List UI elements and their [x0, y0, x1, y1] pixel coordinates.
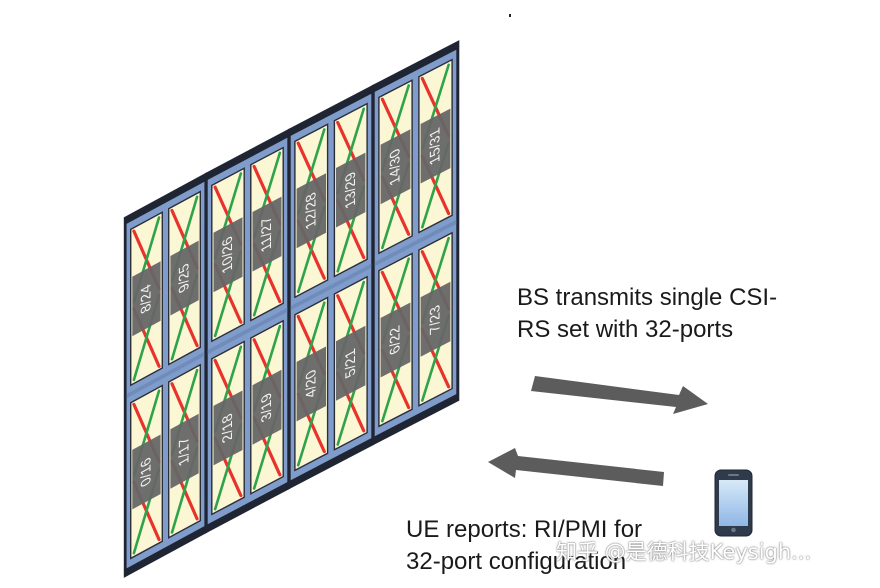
antenna-element: 1/17: [167, 363, 202, 539]
ue-caption-line-1: UE reports: RI/PMI for: [406, 516, 643, 543]
port-label: 8/24: [139, 281, 155, 317]
antenna-element: 12/28: [294, 123, 329, 299]
panel-divider: [126, 351, 205, 399]
port-label: 9/25: [177, 260, 193, 296]
port-label: 3/19: [259, 389, 275, 425]
port-label: 12/28: [303, 189, 319, 232]
port-label: 4/20: [303, 366, 319, 402]
antenna-element: 4/20: [294, 296, 329, 472]
panel-divider: [290, 263, 372, 311]
antenna-element: 8/24: [129, 211, 164, 387]
smartphone-icon: [714, 469, 753, 537]
bs-caption-line-2: RS set with 32-ports: [517, 316, 734, 343]
antenna-element: 11/27: [250, 146, 284, 322]
downlink-arrow: [531, 376, 708, 414]
antenna-array: 8/24 9/25 0/16 1/17 10/26 11/27 2/18 3/19 12/28 1…: [123, 40, 460, 578]
uplink-arrow: [488, 448, 664, 486]
antenna-element: 9/25: [167, 190, 202, 366]
ue-caption-line-2: 32-port configuration: [406, 548, 627, 575]
port-label: 14/30: [388, 145, 403, 188]
ue-report-caption: UE reports: RI/PMI for 32-port configura…: [406, 514, 642, 578]
port-label: 0/16: [139, 454, 155, 490]
antenna-element: 10/26: [211, 167, 245, 343]
panel-divider: [207, 307, 288, 355]
antenna-element: 14/30: [378, 79, 413, 255]
port-label: 11/27: [259, 213, 275, 255]
antenna-element: 0/16: [129, 384, 164, 560]
port-label: 10/26: [220, 233, 236, 276]
top-mark: [509, 14, 511, 17]
port-label: 7/23: [428, 302, 443, 337]
antenna-element: 15/31: [418, 58, 453, 234]
antenna-element: 13/29: [333, 102, 368, 278]
port-label: 13/29: [343, 168, 359, 211]
port-label: 1/17: [177, 433, 193, 469]
panel-divider: [374, 219, 457, 267]
port-label: 2/18: [220, 410, 236, 446]
port-label: 6/22: [388, 322, 403, 357]
bs-transmit-caption: BS transmits single CSI- RS set with 32-…: [517, 282, 777, 346]
bs-caption-line-1: BS transmits single CSI-: [517, 284, 778, 311]
port-label: 5/21: [343, 346, 359, 382]
antenna-element: 6/22: [378, 252, 413, 428]
antenna-element: 5/21: [333, 275, 368, 451]
port-label: 15/31: [428, 125, 443, 168]
antenna-element: 3/19: [250, 319, 284, 495]
watermark: 知乎 @是德科技Keysigh...: [556, 540, 812, 564]
antenna-element: 2/18: [211, 340, 245, 516]
antenna-element: 7/23: [418, 231, 453, 407]
